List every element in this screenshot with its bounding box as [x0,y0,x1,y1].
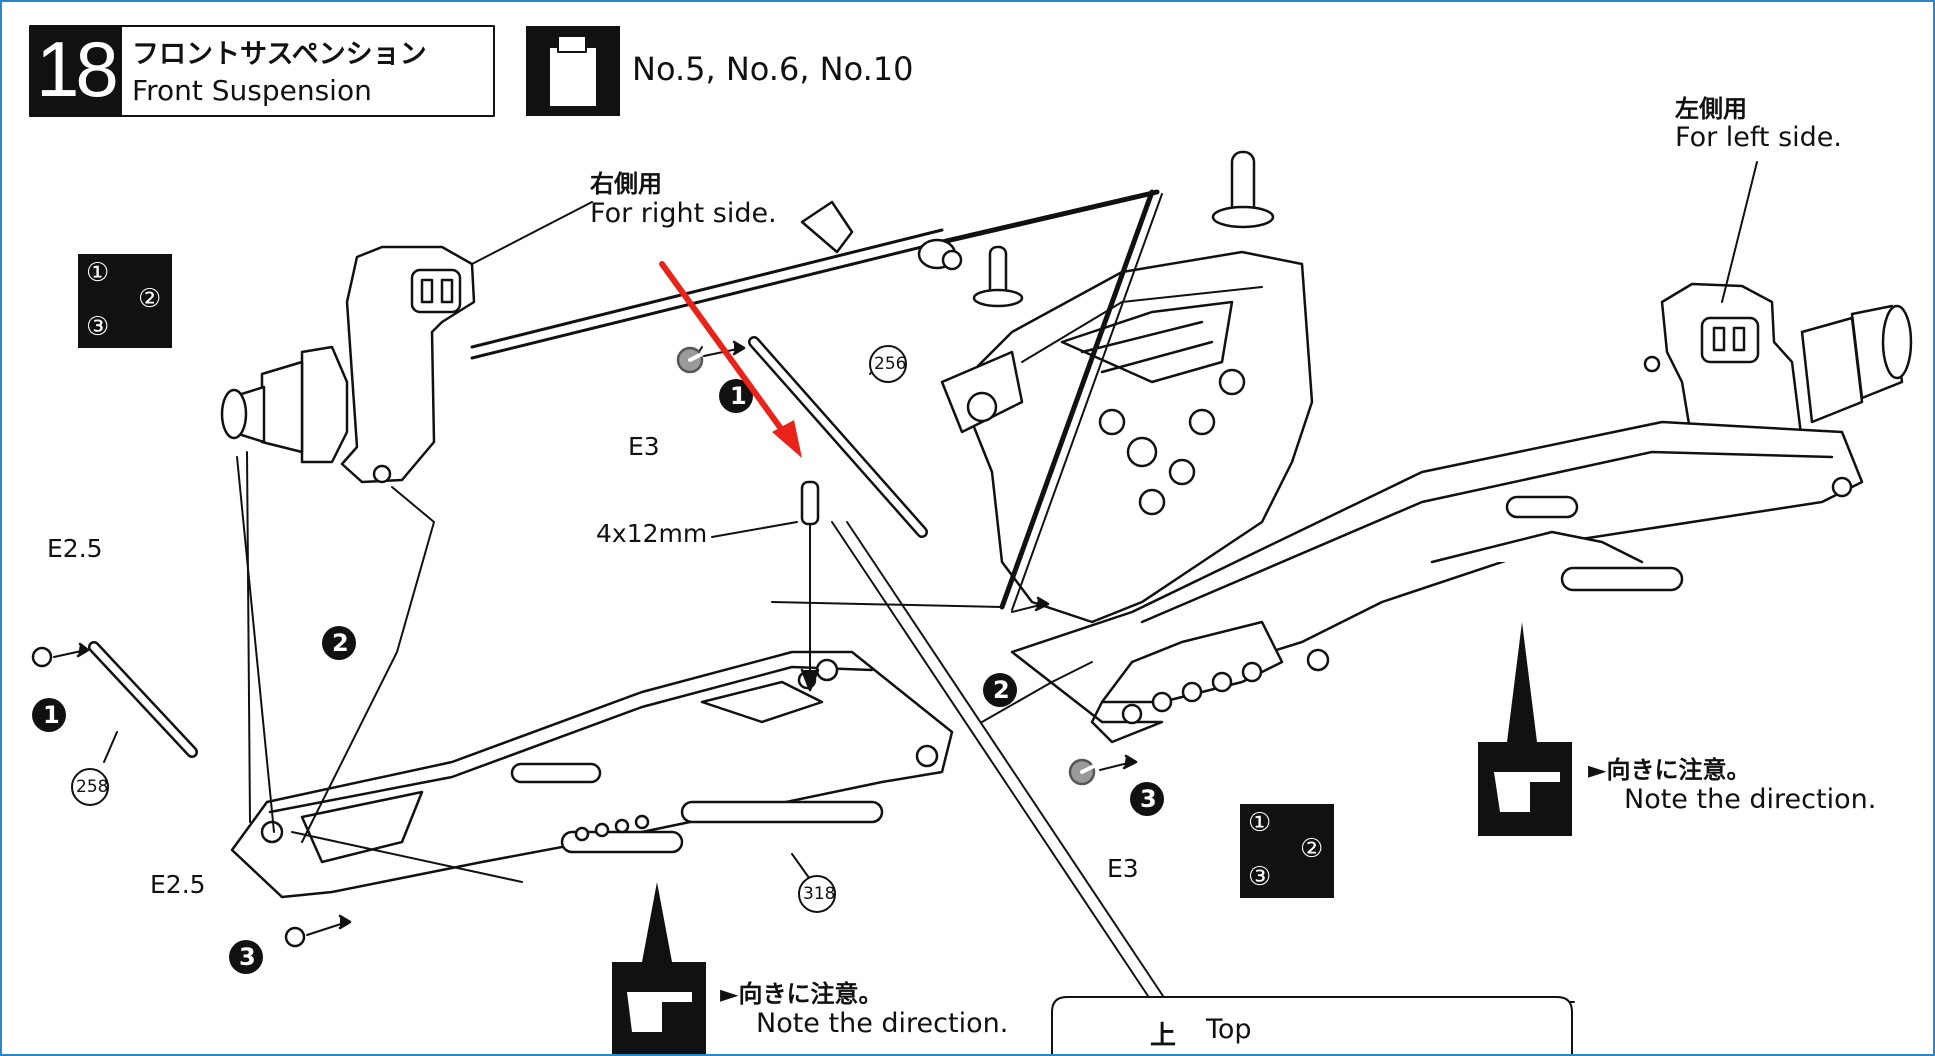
note-direction-jp-right: ►向きに注意。 [1588,756,1751,784]
part-circle-318 [798,875,836,913]
right-side-label-en: For right side. [590,198,777,229]
red-annotation-arrow [659,261,802,458]
right-knuckle [220,245,476,484]
sequence-icon-2 [1240,804,1334,898]
step-bullet-2b: 2 [993,676,1010,704]
step-bullet-2a: 2 [332,629,349,657]
seq-icon1-num1: ① [86,258,110,288]
step-title-jp: フロントサスペンション [132,39,427,70]
hinge-pin-258 [88,641,198,758]
tools-required: No.5, No.6, No.10 [632,50,914,88]
e-clip-icons [31,340,1138,948]
part-number-256: 256 [874,354,907,374]
top-view-box [1051,996,1573,1054]
seq-icon2-num2: ② [1300,834,1324,864]
step-title-en: Front Suspension [132,74,372,107]
step-bullet-3b: 3 [1140,785,1157,813]
right-side-label-jp: 右側用 [590,170,662,198]
step-number: 18 [36,25,119,113]
note-hand-icon-2 [1478,622,1572,836]
note-direction-en-left: Note the direction. [756,1008,1009,1039]
seq-icon2-num3: ③ [1248,862,1272,892]
note-direction-en-right: Note the direction. [1624,784,1877,815]
pin-size-label: 4x12mm [596,519,708,548]
step-bullet-1a: 1 [730,382,747,410]
antiroll-rod [999,189,1163,611]
part-number-318: 318 [803,884,836,904]
step-bullets [32,379,1164,974]
e3-label-lower: E3 [1107,854,1139,883]
seq-icon1-num3: ③ [86,312,110,342]
top-view-label-en: Top [1206,1014,1252,1045]
step-number-block [30,26,122,116]
top-view-label-jp: 上 [1150,1021,1177,1051]
e25-label-upper: E2.5 [47,534,103,563]
part-circle-258 [71,768,109,806]
right-lower-arm [230,650,954,899]
part-number-258: 258 [76,777,109,797]
note-hand-icon-1 [612,882,706,1054]
seq-icon1-num2: ② [138,284,162,314]
left-lower-arm [1010,420,1864,744]
e25-label-lower: E2.5 [150,870,206,899]
hinge-pin-256 [748,336,928,538]
sequence-icon-1 [78,254,172,348]
step-bullet-3a: 3 [239,943,256,971]
step-bullet-1b: 1 [43,701,60,729]
bulkhead-chassis [800,150,1314,624]
left-side-label-en: For left side. [1675,122,1842,153]
note-direction-jp-left: ►向きに注意。 [720,980,883,1008]
drive-shaft [470,189,1160,360]
seq-icon2-num1: ① [1248,808,1272,838]
e3-label-upper: E3 [628,432,660,461]
part-circle-256 [869,345,907,383]
left-side-label-jp: 左側用 [1675,95,1747,123]
